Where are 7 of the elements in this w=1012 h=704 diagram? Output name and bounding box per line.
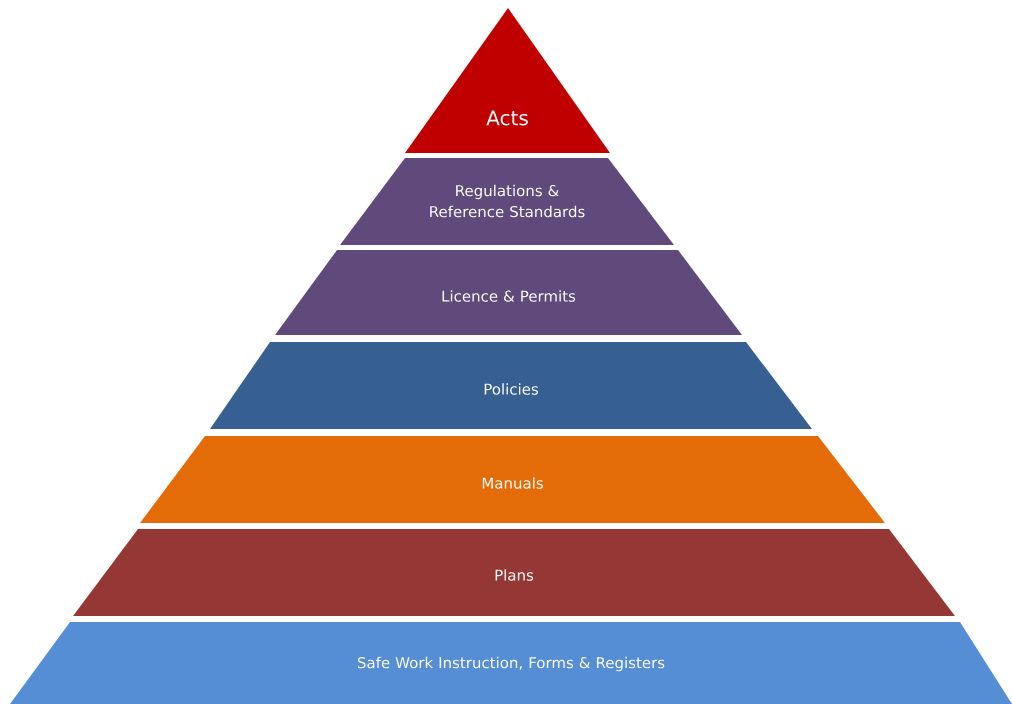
pyramid-layer: Manuals xyxy=(140,436,885,523)
pyramid-layer: Safe Work Instruction, Forms & Registers xyxy=(10,622,1012,704)
pyramid-layer: Licence & Permits xyxy=(275,250,742,335)
pyramid-layer: Policies xyxy=(210,342,812,429)
pyramid-layer: Acts xyxy=(405,8,610,153)
pyramid-layer: Plans xyxy=(73,529,955,616)
pyramid-layer: Regulations & Reference Standards xyxy=(340,158,674,245)
